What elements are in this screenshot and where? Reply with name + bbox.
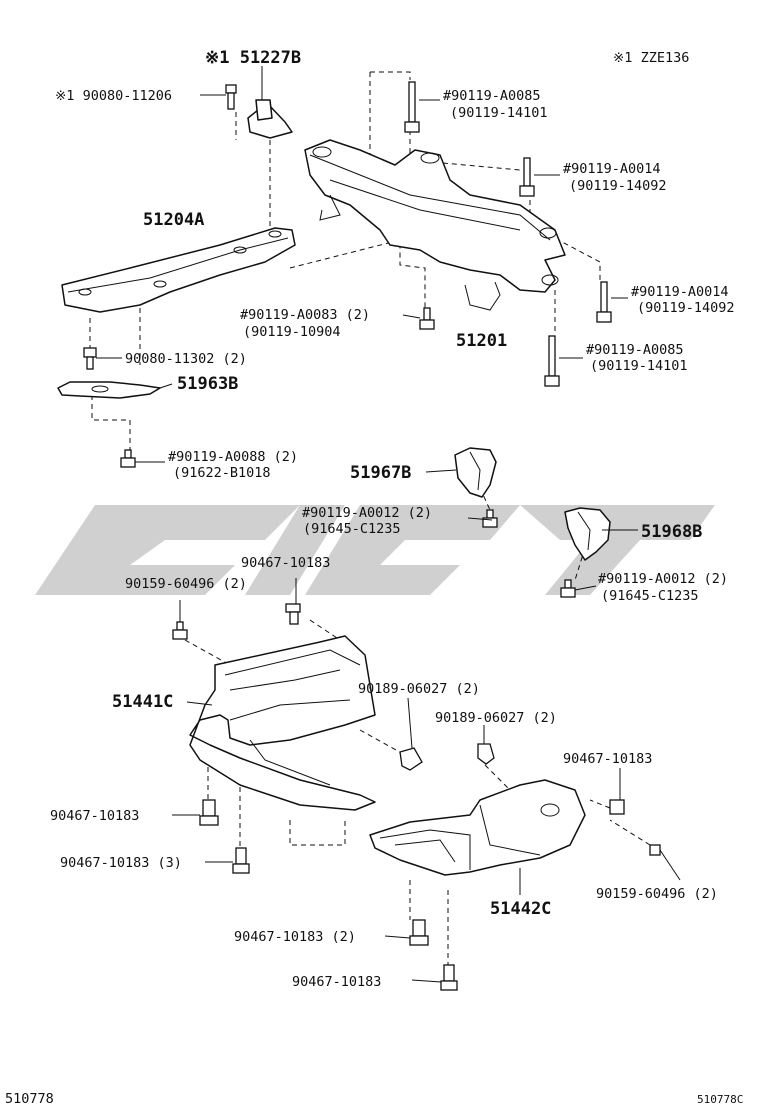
clip-90467-10183-f [440, 964, 458, 991]
label-90119-a0012-a: #90119-A0012 (2) [302, 505, 432, 521]
bolt-90119-a0088 [120, 449, 136, 468]
label-90080-11302: 90080-11302 (2) [125, 351, 247, 367]
label-51201: 51201 [456, 331, 507, 351]
label-90119-14101-b: (90119-14101 [590, 358, 688, 374]
clip-90467-10183-d [232, 847, 250, 874]
label-90467-10183-b: 90467-10183 [563, 751, 652, 767]
label-90467-10183-e: 90467-10183 (2) [234, 929, 356, 945]
label-51204a: 51204A [143, 210, 204, 230]
label-51963b: 51963B [177, 374, 238, 394]
label-90119-10904: (90119-10904 [243, 324, 341, 340]
fasteners [83, 81, 661, 991]
bolt-90119-a0083 [419, 307, 435, 330]
label-51441c: 51441C [112, 692, 173, 712]
label-90159-60496-a: 90159-60496 (2) [125, 576, 247, 592]
label-90119-a0012-b: #90119-A0012 (2) [598, 571, 728, 587]
label-51442c: 51442C [490, 899, 551, 919]
label-90119-14101-a: (90119-14101 [450, 105, 548, 121]
bolt-90159-60496-a [172, 621, 188, 640]
label-51968b: 51968B [641, 522, 702, 542]
label-90189-06027-b: 90189-06027 (2) [435, 710, 557, 726]
bracket-51967b [454, 447, 497, 498]
label-90119-a0085-b: #90119-A0085 [586, 342, 684, 358]
callout-labels: ※1 ZZE136 ※1 51227B ※1 90080-11206 #9011… [5, 48, 743, 1107]
clip-90467-10183-b [609, 799, 625, 815]
label-51227b: ※1 51227B [205, 48, 301, 68]
clip-90189-06027-a [399, 747, 423, 771]
label-91622-b1018: (91622-B1018 [173, 465, 271, 481]
leader-lines [96, 66, 681, 983]
label-90467-10183-a: 90467-10183 [241, 555, 330, 571]
variant-note: ※1 ZZE136 [613, 50, 689, 66]
engine-under-cover-51441c [189, 635, 376, 811]
label-90467-10183-f: 90467-10183 [292, 974, 381, 990]
bolt-90080-11302 [83, 347, 97, 370]
label-90119-a0014-a: #90119-A0014 [563, 161, 661, 177]
clip-90467-10183-a [285, 603, 301, 625]
bolt-90080-11206 [225, 84, 237, 110]
label-90119-a0014-b: #90119-A0014 [631, 284, 729, 300]
label-90467-10183-c: 90467-10183 [50, 808, 139, 824]
bolt-90119-a0014-top [519, 157, 535, 197]
crossmember-51201 [304, 139, 566, 311]
diagram-id-left: 510778 [5, 1091, 54, 1107]
bolt-90119-a0014-right [596, 281, 612, 323]
label-90467-10183-d: 90467-10183 (3) [60, 855, 182, 871]
bracket-51227b [247, 99, 293, 139]
label-91645-c1235-b: (91645-C1235 [601, 588, 699, 604]
bolt-90159-60496-b [649, 844, 661, 856]
bracket-51204a [61, 227, 296, 313]
engine-under-cover-51442c [369, 779, 586, 876]
label-90159-60496-b: 90159-60496 (2) [596, 886, 718, 902]
label-90119-a0083: #90119-A0083 (2) [240, 307, 370, 323]
label-90119-14092-a: (90119-14092 [569, 178, 667, 194]
watermark-logo [35, 505, 715, 595]
plate-51963b [57, 381, 161, 399]
label-91645-c1235-a: (91645-C1235 [303, 521, 401, 537]
label-90119-a0085-a: #90119-A0085 [443, 88, 541, 104]
clip-90189-06027-b [477, 743, 495, 765]
bolt-90119-a0085-top [404, 81, 420, 133]
label-90119-a0088: #90119-A0088 (2) [168, 449, 298, 465]
label-90080-11206: ※1 90080-11206 [55, 88, 172, 104]
label-51967b: 51967B [350, 463, 411, 483]
label-90189-06027-a: 90189-06027 (2) [358, 681, 480, 697]
bolt-90119-a0085-right [544, 335, 560, 387]
clip-90467-10183-c [199, 799, 219, 826]
diagram-id-right: 510778C [697, 1093, 743, 1106]
bolt-90119-a0012-a [482, 509, 498, 528]
label-90119-14092-b: (90119-14092 [637, 300, 735, 316]
clip-90467-10183-e [409, 919, 429, 946]
bracket-51968b [564, 507, 611, 561]
assembly-guide-lines [89, 71, 651, 965]
bolt-90119-a0012-b [560, 579, 576, 598]
